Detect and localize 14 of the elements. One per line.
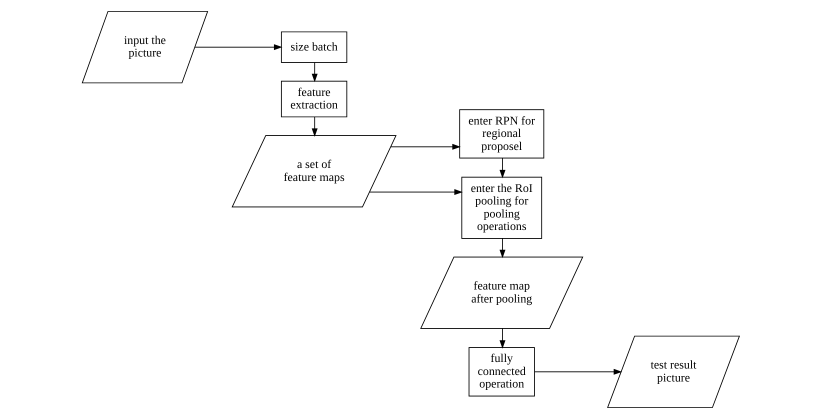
- arrow: [390, 144, 461, 150]
- arrow: [369, 189, 463, 196]
- node-box: feature extraction: [280, 80, 348, 118]
- arrow: [500, 238, 506, 258]
- node-box: size batch: [280, 31, 348, 63]
- node-box: fully connected operation: [468, 347, 535, 396]
- node-box: enter the RoI pooling for pooling operations: [461, 176, 542, 239]
- arrow: [312, 62, 318, 82]
- arrow: [500, 328, 506, 349]
- arrow: [500, 158, 506, 178]
- node-box: enter RPN for regional proposel: [459, 109, 544, 159]
- arrow: [194, 44, 282, 50]
- arrow: [534, 368, 622, 375]
- arrow: [312, 116, 318, 137]
